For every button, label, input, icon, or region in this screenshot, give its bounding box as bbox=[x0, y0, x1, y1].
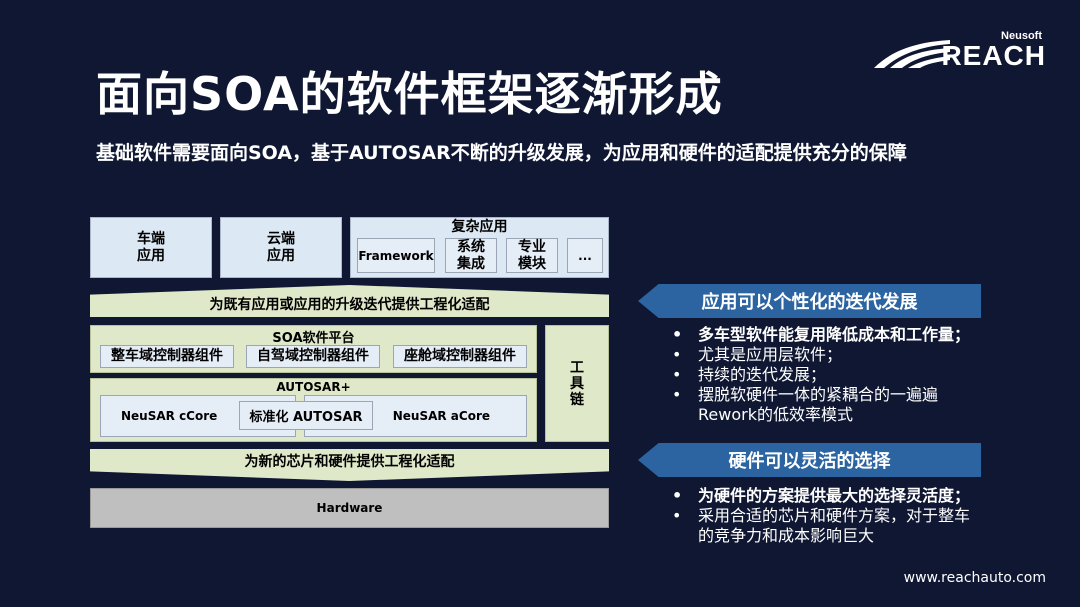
toolchain-char-1: 工 bbox=[570, 359, 584, 376]
cloud-app-box: 云端 应用 bbox=[220, 217, 342, 278]
hardware-label: Hardware bbox=[316, 501, 383, 515]
vehicle-domain-component: 整车域控制器组件 bbox=[100, 345, 234, 368]
neusar-ccore-label: NeuSAR cCore bbox=[121, 409, 218, 423]
vehicle-app-line1: 车端 bbox=[137, 230, 165, 247]
autosar-plus-box: AUTOSAR+ NeuSAR cCore NeuSAR aCore 标准化 A… bbox=[90, 378, 537, 442]
list-item: 摆脱软硬件一体的紧耦合的一遍遍Rework的低效率模式 bbox=[672, 385, 958, 425]
list-item: 多车型软件能复用降低成本和工作量； bbox=[672, 325, 982, 345]
vehicle-app-line2: 应用 bbox=[137, 247, 165, 264]
page-title: 面向SOA的软件框架逐渐形成 bbox=[96, 67, 723, 121]
more-box: ... bbox=[567, 238, 603, 273]
neusar-acore-label: NeuSAR aCore bbox=[392, 409, 490, 423]
logo-brand-main: REACH bbox=[941, 40, 1046, 71]
section1-bullet-list: 多车型软件能复用降低成本和工作量； 尤其是应用层软件； 持续的迭代发展； 摆脱软… bbox=[672, 325, 982, 425]
section1-banner-label: 应用可以个性化的迭代发展 bbox=[701, 292, 918, 313]
road-stripes-icon bbox=[874, 40, 950, 68]
toolchain-char-3: 链 bbox=[570, 391, 584, 408]
upper-adapter-band: 为既有应用或应用的升级迭代提供工程化适配 bbox=[90, 285, 609, 317]
list-item: 为硬件的方案提供最大的选择灵活度； bbox=[672, 486, 982, 506]
toolchain-char-2: 具 bbox=[570, 375, 584, 392]
adas-domain-component: 自驾域控制器组件 bbox=[246, 345, 380, 368]
adas-domain-label: 自驾域控制器组件 bbox=[257, 348, 369, 364]
cloud-app-line2: 应用 bbox=[267, 247, 295, 264]
upper-adapter-label: 为既有应用或应用的升级迭代提供工程化适配 bbox=[209, 297, 490, 313]
framework-label: Framework bbox=[358, 248, 434, 263]
soa-platform-label: SOA软件平台 bbox=[272, 331, 355, 346]
page-subtitle: 基础软件需要面向SOA，基于AUTOSAR不断的升级发展，为应用和硬件的适配提供… bbox=[96, 142, 907, 164]
standard-autosar-label: 标准化 AUTOSAR bbox=[249, 410, 363, 425]
vehicle-app-box: 车端 应用 bbox=[90, 217, 212, 278]
cloud-app-line1: 云端 bbox=[267, 230, 295, 247]
complex-app-box: 复杂应用 Framework 系统 集成 专业 模块 ... bbox=[350, 217, 609, 278]
section1-banner: 应用可以个性化的迭代发展 bbox=[638, 284, 981, 318]
system-integration-line2: 集成 bbox=[457, 255, 485, 272]
professional-module-line2: 模块 bbox=[518, 255, 546, 272]
list-item: 持续的迭代发展； bbox=[672, 365, 982, 385]
system-integration-line1: 系统 bbox=[457, 238, 485, 255]
system-integration-box: 系统 集成 bbox=[445, 238, 497, 273]
standard-autosar-box: 标准化 AUTOSAR bbox=[239, 401, 373, 430]
complex-app-label: 复杂应用 bbox=[451, 219, 508, 235]
lower-adapter-label: 为新的芯片和硬件提供工程化适配 bbox=[244, 454, 455, 470]
cockpit-domain-label: 座舱域控制器组件 bbox=[404, 348, 516, 364]
lower-adapter-band: 为新的芯片和硬件提供工程化适配 bbox=[90, 449, 609, 481]
toolchain-box: 工 具 链 bbox=[545, 325, 609, 442]
section2-banner-label: 硬件可以灵活的选择 bbox=[728, 451, 891, 472]
vehicle-domain-label: 整车域控制器组件 bbox=[111, 348, 223, 364]
section2-bullet-list: 为硬件的方案提供最大的选择灵活度； 采用合适的芯片和硬件方案，对于整车的竞争力和… bbox=[672, 486, 982, 546]
logo-brand-small: Neusoft bbox=[1001, 30, 1042, 42]
more-label: ... bbox=[578, 248, 592, 263]
list-item: 尤其是应用层软件； bbox=[672, 345, 982, 365]
hardware-box: Hardware bbox=[90, 488, 609, 528]
section2-banner: 硬件可以灵活的选择 bbox=[638, 443, 981, 477]
soa-platform-box: SOA软件平台 整车域控制器组件 自驾域控制器组件 座舱域控制器组件 bbox=[90, 325, 537, 373]
professional-module-box: 专业 模块 bbox=[506, 238, 558, 273]
framework-box: Framework bbox=[357, 238, 435, 273]
neusoft-reach-logo: Neusoft REACH bbox=[872, 30, 1052, 71]
cockpit-domain-component: 座舱域控制器组件 bbox=[393, 345, 527, 368]
footer-url: www.reachauto.com bbox=[903, 570, 1046, 586]
autosar-plus-label: AUTOSAR+ bbox=[276, 380, 351, 394]
list-item: 采用合适的芯片和硬件方案，对于整车的竞争力和成本影响巨大 bbox=[672, 506, 976, 546]
professional-module-line1: 专业 bbox=[518, 238, 546, 255]
